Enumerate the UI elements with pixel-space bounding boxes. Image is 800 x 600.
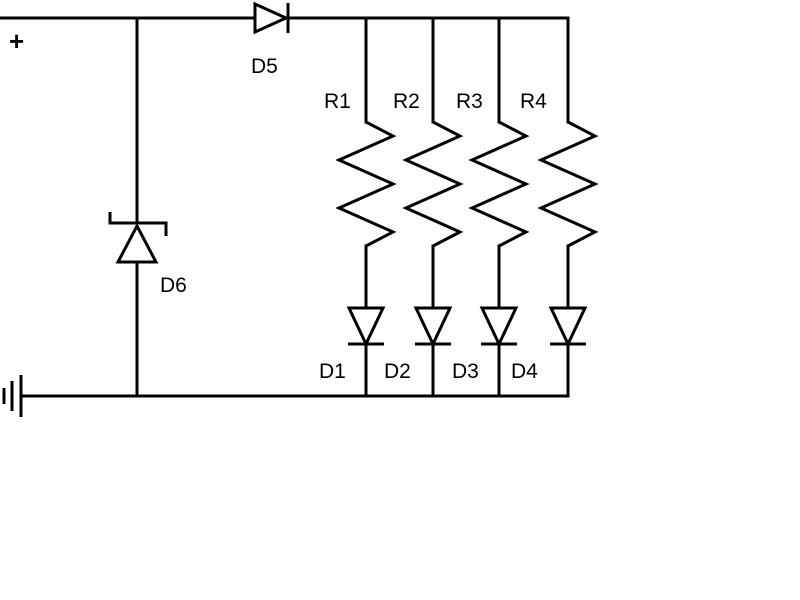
d6-label: D6 <box>160 274 187 297</box>
branch-3 <box>468 16 530 398</box>
led-d4 <box>548 306 588 348</box>
led-d2 <box>413 306 453 348</box>
resistor-r4 <box>537 120 599 248</box>
d4-label: D4 <box>511 360 538 383</box>
led-d1 <box>346 306 386 348</box>
branch-1 <box>335 16 397 398</box>
d2-label: D2 <box>384 360 411 383</box>
d1-label: D1 <box>319 360 346 383</box>
d5-label: D5 <box>251 55 278 78</box>
diode-d5 <box>253 1 290 35</box>
d3-label: D3 <box>452 360 479 383</box>
ground-icon <box>2 375 23 417</box>
positive-terminal-label: + <box>9 26 24 56</box>
resistor-r3 <box>468 120 530 248</box>
branch-4 <box>537 16 599 398</box>
r4-label: R4 <box>520 90 547 113</box>
branch-2 <box>402 16 464 398</box>
r1-label: R1 <box>324 90 351 113</box>
r2-label: R2 <box>393 90 420 113</box>
resistor-r2 <box>402 120 464 248</box>
r3-label: R3 <box>456 90 483 113</box>
zener-diode-d6 <box>108 212 168 264</box>
led-d3 <box>479 306 519 348</box>
resistor-r1 <box>335 120 397 248</box>
